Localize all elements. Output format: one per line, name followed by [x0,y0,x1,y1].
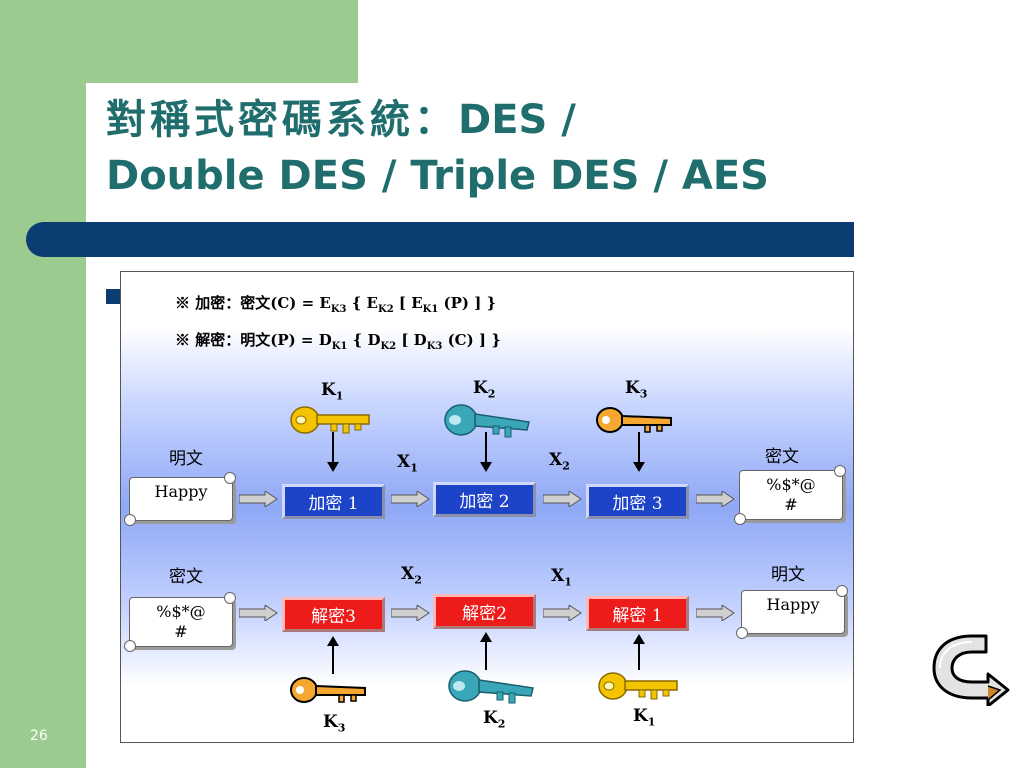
dec-intermediate-2: X1 [551,566,572,589]
formula-sub: K3 [330,304,347,315]
enc-plaintext-scroll: Happy [124,472,236,526]
dec-output-label: 明文 [771,565,805,585]
plaintext-value: Happy [154,482,208,501]
dec-key-3-arrow [327,636,339,674]
enc-output-label: 密文 [765,447,799,467]
formula-text: [ E [393,294,423,312]
dec-key-1-arrow [633,634,645,670]
dec-intermediate-1: X2 [401,564,422,587]
decrypt-formula: ※ 解密：明文(P) = DK1 { DK2 [ DK3 (C) ] } [175,329,501,352]
encrypt-step-2: 加密 2 [433,482,536,517]
ciphertext-value: %$*@ # [156,602,206,641]
formula-sub: K1 [422,304,439,315]
enc-intermediate-2: X2 [549,450,570,473]
orange-key-icon [290,677,366,703]
bullet-marker [106,289,121,304]
formula-text: (P) ] } [438,294,497,312]
encrypt-step-1: 加密 1 [282,484,385,519]
return-arrow-icon[interactable] [928,630,1012,706]
enc-flow-arrow [239,491,278,507]
teal-key-icon [444,404,530,438]
formula-text: (C) ] } [442,331,501,349]
enc-key-2-label: K2 [473,378,496,401]
orange-key-icon [596,407,672,433]
formula-sub: K2 [380,341,397,352]
left-green-strip [0,0,86,768]
enc-key-3-arrow [633,432,645,472]
enc-intermediate-1: X1 [397,452,418,475]
enc-ciphertext-scroll: %$*@ # [734,465,846,525]
title-divider-bar [26,222,854,257]
formula-sub: K3 [426,341,443,352]
dec-flow-arrow [391,605,430,621]
formula-text: [ D [396,331,427,349]
enc-key-1-label: K1 [321,380,344,403]
dec-input-label: 密文 [169,567,203,587]
encrypt-formula: ※ 加密：密文(C) = EK3 { EK2 [ EK1 (P) ] } [175,292,496,315]
title-cjk: 對稱式密碼系統： [106,97,458,143]
formula-text: { E [346,294,378,312]
formula-text: { D [347,331,381,349]
enc-key-2-arrow [480,432,492,472]
gold-key-icon [290,406,370,434]
dec-key-3-label: K3 [323,712,346,735]
enc-input-label: 明文 [169,449,203,469]
page-number: 26 [30,728,48,744]
ciphertext-value: %$*@ # [766,475,816,514]
gold-key-icon [598,672,678,700]
dec-key-2-label: K2 [483,708,506,731]
dec-key-1-label: K1 [633,706,656,729]
title-latin: DES / [458,97,576,143]
enc-key-3-label: K3 [625,378,648,401]
slide-title: 對稱式密碼系統：DES / Double DES / Triple DES / … [106,92,769,204]
formula-text: ※ 解密：明文(P) = D [175,331,332,349]
enc-flow-arrow [696,491,735,507]
enc-key-1-arrow [327,432,339,472]
plaintext-value: Happy [766,595,820,614]
formula-text: ※ 加密：密文(C) = E [175,294,331,312]
title-line-2: Double DES / Triple DES / AES [106,153,769,199]
dec-flow-arrow [696,605,735,621]
teal-key-icon [448,670,534,704]
dec-flow-arrow [239,605,278,621]
decrypt-step-2: 解密2 [433,594,536,629]
triple-des-diagram-panel: ※ 加密：密文(C) = EK3 { EK2 [ EK1 (P) ] } ※ 解… [120,271,854,743]
dec-flow-arrow [543,605,582,621]
dec-ciphertext-scroll: %$*@ # [124,592,236,652]
enc-flow-arrow [391,491,430,507]
formula-sub: K1 [331,341,348,352]
encrypt-step-3: 加密 3 [586,484,689,519]
formula-sub: K2 [378,304,394,315]
dec-plaintext-scroll: Happy [736,585,848,639]
decrypt-step-1: 解密3 [282,597,385,632]
dec-key-2-arrow [480,632,492,670]
enc-flow-arrow [543,491,582,507]
decrypt-step-3: 解密 1 [586,596,689,631]
